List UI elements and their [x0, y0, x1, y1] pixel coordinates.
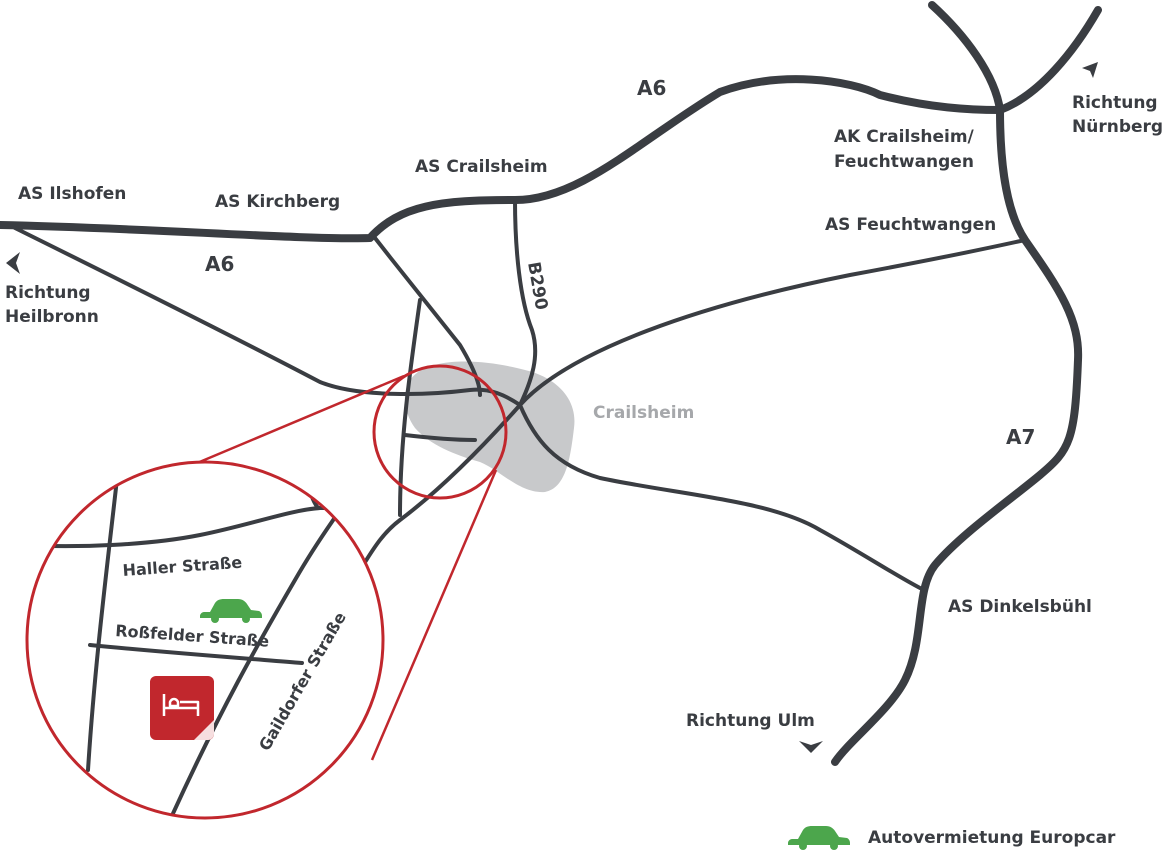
a6-branch-north — [928, 1, 1004, 114]
road-gaildorfer-city — [358, 403, 522, 572]
a6-highway — [0, 75, 1004, 243]
arrow-nuernberg-icon — [1082, 62, 1098, 78]
road-dinkelsbuehl — [518, 403, 922, 590]
label-richtung-ulm: Richtung Ulm — [686, 711, 815, 731]
label-city-crailsheim: Crailsheim — [593, 403, 694, 423]
label-as-crailsheim: AS Crailsheim — [415, 157, 548, 177]
label-as-kirchberg: AS Kirchberg — [215, 192, 340, 212]
label-as-dinkelsbuehl: AS Dinkelsbühl — [948, 597, 1092, 617]
legend-label: Autovermietung Europcar — [868, 828, 1116, 848]
label-a6-west: A6 — [205, 252, 234, 276]
zoom-source-circle — [372, 364, 508, 500]
label-ak-crailsheim: AK Crailsheim/ — [834, 127, 975, 147]
label-b290: B290 — [523, 260, 551, 311]
inset-road-gaildorfer — [168, 508, 342, 818]
road-b290 — [513, 198, 538, 407]
inset-road-rossfelder — [88, 643, 304, 665]
inset-road-west — [86, 468, 120, 772]
label-richtung-heilbronn-1: Richtung — [5, 283, 91, 303]
a7-highway — [831, 106, 1083, 766]
zoom-connector-bottom — [370, 469, 498, 761]
a7-branch-north — [996, 6, 1102, 114]
hotel-bed-icon — [150, 676, 214, 740]
legend-car-icon — [788, 826, 850, 850]
road-inner-connector — [403, 433, 477, 442]
label-richtung-heilbronn-2: Heilbronn — [5, 307, 99, 327]
road-west-inner — [398, 298, 422, 517]
road-feuchtwangen — [518, 238, 1027, 407]
label-ak-feuchtwangen: Feuchtwangen — [834, 152, 974, 172]
label-as-ilshofen: AS Ilshofen — [18, 184, 126, 204]
inset-map — [25, 460, 385, 820]
label-a7: A7 — [1006, 425, 1035, 449]
label-richtung-nuernberg-2: Nürnberg — [1072, 117, 1163, 137]
arrow-ulm-icon — [799, 741, 823, 753]
label-as-feuchtwangen: AS Feuchtwangen — [825, 215, 996, 235]
car-icon — [200, 599, 262, 623]
label-richtung-nuernberg-1: Richtung — [1072, 93, 1158, 113]
legend: Autovermietung Europcar — [788, 826, 1116, 850]
label-a6-east: A6 — [637, 76, 666, 100]
road-kirchberg-crailsheim — [373, 236, 482, 397]
arrow-heilbronn-icon — [6, 252, 20, 274]
